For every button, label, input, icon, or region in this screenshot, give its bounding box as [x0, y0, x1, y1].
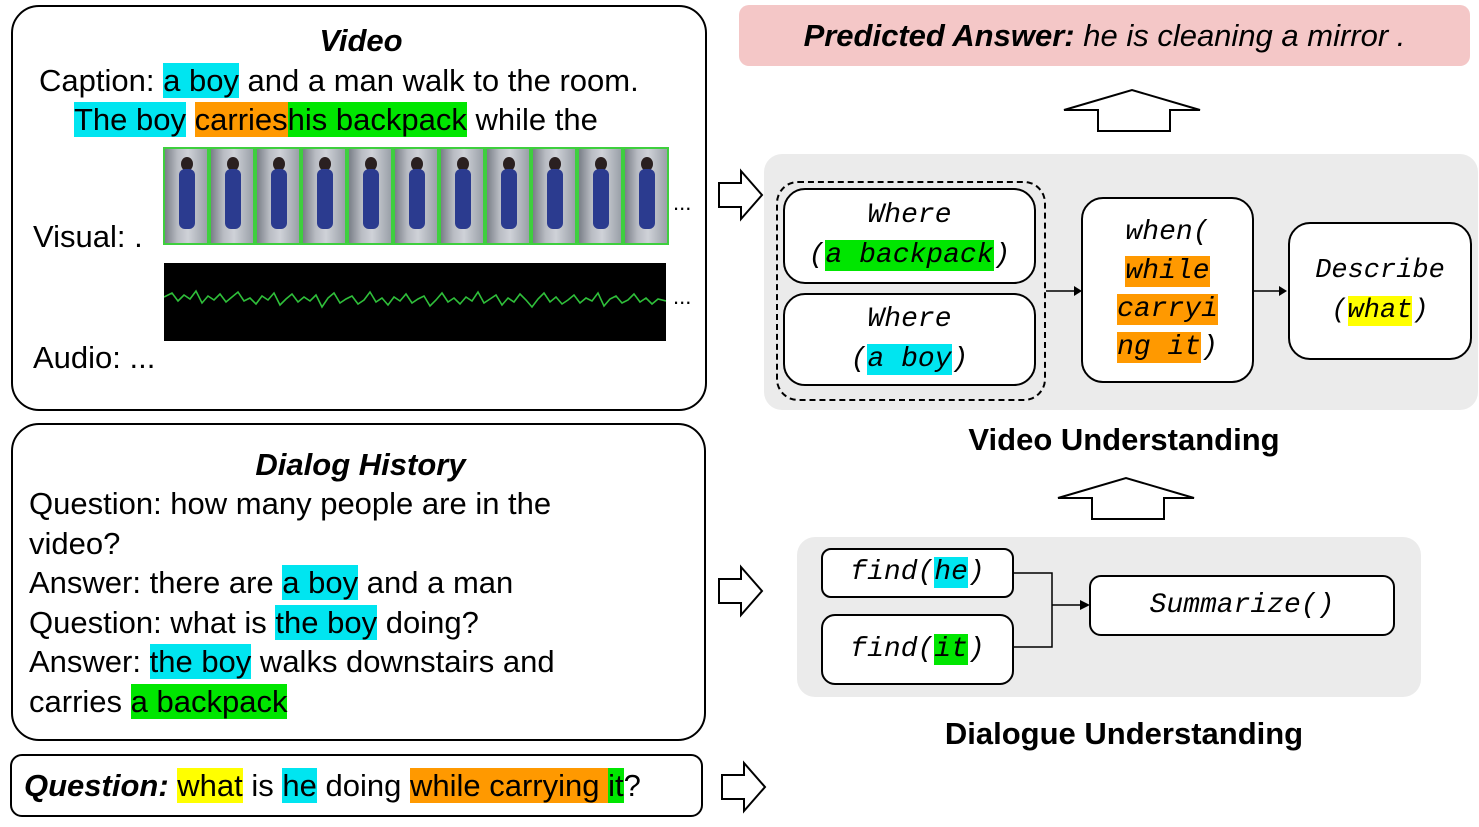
- dialog-line-3: Answer: there are a boy and a man: [29, 565, 514, 600]
- video-title: Video: [319, 23, 403, 58]
- dialog-line-1: Question: how many people are in the: [29, 486, 552, 521]
- visual-label: Visual: .: [33, 219, 143, 254]
- video-frame: [393, 147, 439, 245]
- up-arrow-icon: [1057, 476, 1195, 520]
- video-box: Video Caption: a boy and a man walk to t…: [11, 5, 707, 411]
- caption-hl-carries: carries: [194, 102, 288, 137]
- frames-more-ellipsis: ...: [673, 190, 692, 215]
- dialog-line-6: carries a backpack: [29, 684, 288, 719]
- find-he-module: find(he): [821, 548, 1014, 598]
- audio-label: Audio: ...: [33, 340, 156, 375]
- where-group-dashed: [776, 181, 1046, 401]
- describe-module: Describe (what): [1288, 222, 1472, 360]
- video-frame: [347, 147, 393, 245]
- video-frame: [439, 147, 485, 245]
- video-understanding-title: Video Understanding: [968, 422, 1280, 457]
- caption-hl-the-boy: The boy: [74, 102, 187, 137]
- video-frame: [209, 147, 255, 245]
- video-frame: [623, 147, 669, 245]
- where-backpack-module: Where (a backpack): [783, 188, 1036, 284]
- where-boy-module: Where (a boy): [783, 293, 1036, 386]
- predicted-answer-box: Predicted Answer: he is cleaning a mirro…: [739, 5, 1470, 66]
- video-frame: [577, 147, 623, 245]
- dialog-line-2: video?: [29, 526, 121, 561]
- audio-waveform: [164, 263, 666, 341]
- video-frame: [301, 147, 347, 245]
- video-frame: [485, 147, 531, 245]
- video-module-connectors: [1046, 286, 1287, 296]
- caption-line-2: The boy carrieshis backpack while the: [74, 102, 598, 137]
- dialog-history-title: Dialog History: [255, 447, 466, 482]
- question-text: Question: what is he doing while carryin…: [24, 768, 641, 803]
- summarize-module: Summarize(): [1089, 575, 1395, 636]
- up-arrow-icon: [1063, 88, 1201, 132]
- dialog-line-5: Answer: the boy walks downstairs and: [29, 644, 555, 679]
- find-it-module: find(it): [821, 614, 1014, 685]
- question-box: Question: what is he doing while carryin…: [10, 754, 703, 817]
- audio-more-ellipsis: ...: [673, 284, 692, 309]
- caption-hl-his-backpack: his backpack: [287, 102, 467, 137]
- dialogue-understanding-title: Dialogue Understanding: [944, 716, 1304, 751]
- right-arrow-icon: [718, 168, 764, 222]
- right-arrow-icon: [718, 564, 764, 618]
- predicted-answer-text: Predicted Answer: he is cleaning a mirro…: [803, 18, 1406, 53]
- dialog-history-box: Dialog History Question: how many people…: [11, 423, 706, 741]
- video-frame: [531, 147, 577, 245]
- video-frame: [163, 147, 209, 245]
- right-arrow-icon: [721, 760, 767, 814]
- caption-hl-a-boy: a boy: [163, 63, 239, 98]
- dialogue-module-connectors: [1014, 572, 1090, 648]
- video-frame: [255, 147, 301, 245]
- caption-line-1: Caption: a boy and a man walk to the roo…: [39, 63, 639, 98]
- visual-frames-strip: [163, 147, 669, 247]
- dialog-line-4: Question: what is the boy doing?: [29, 605, 479, 640]
- when-module: when( while carryi ng it): [1081, 197, 1254, 383]
